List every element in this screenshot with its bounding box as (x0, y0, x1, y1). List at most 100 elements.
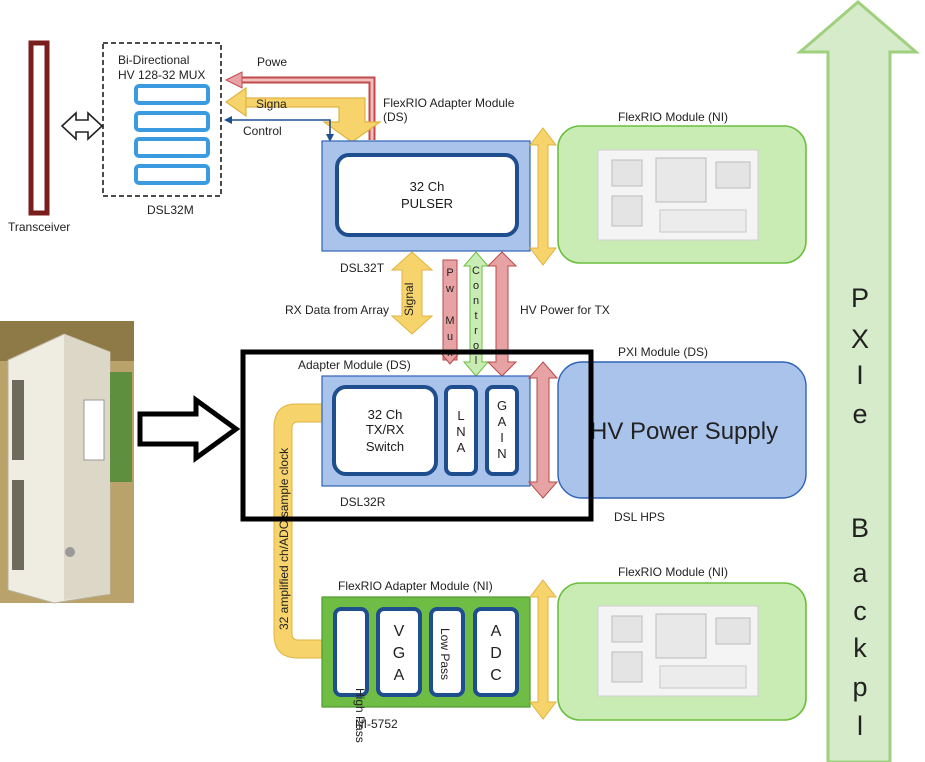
transceiver: Transceiver (8, 40, 70, 234)
mux-channel (134, 164, 210, 185)
vga-block (376, 607, 422, 697)
vga-char: A (394, 667, 405, 684)
receiver-name: DSL32R (340, 495, 386, 509)
receiver-adapter-label: Adapter Module (DS) (298, 358, 411, 372)
pw-mux-char: w (445, 283, 454, 295)
hv-power-label: HV Power for TX (520, 303, 610, 317)
backplane-arrow (795, 0, 921, 762)
control-link: C o n t r o l (462, 251, 490, 377)
backplane-label: P X I e B a c k p l (851, 283, 869, 741)
pulser-name: DSL32T (340, 261, 385, 275)
high-pass-block (333, 607, 369, 697)
receiver-module: Adapter Module (DS) 32 Ch TX/RX Switch L… (298, 358, 531, 509)
pulser-adapter-sub: (DS) (383, 110, 408, 124)
control-char: o (473, 280, 479, 292)
control-char: C (472, 265, 480, 277)
switch-line1: 32 Ch (368, 407, 403, 422)
gain-block (485, 385, 519, 476)
high-pass-label: High Pass (353, 688, 367, 743)
mux-name: DSL32M (147, 203, 194, 217)
transceiver-label: Transceiver (8, 220, 70, 234)
mux-control-arrow: Control (224, 116, 334, 142)
pulser-flexrio-link (528, 127, 558, 266)
gain-char: I (500, 430, 504, 445)
mux-channel (134, 111, 210, 132)
gain-char: N (497, 446, 506, 461)
digitizer-name: NI-5752 (355, 717, 398, 731)
backplane-letter: l (857, 711, 863, 741)
mux-title-line2: HV 128-32 MUX (118, 68, 205, 82)
mux-power-label: Powe (257, 55, 287, 69)
pw-mux-char: u (447, 331, 453, 343)
backplane-letter: a (852, 558, 868, 588)
pulser-module: 32 Ch PULSER DSL32T (321, 140, 531, 275)
adc-char: C (490, 667, 502, 684)
rx-data-label: RX Data from Array (285, 303, 389, 317)
control-char: o (473, 340, 479, 352)
backplane-letter: B (851, 513, 869, 543)
control-char: n (473, 295, 479, 307)
lna-block (444, 385, 478, 476)
pw-mux-char: M (445, 315, 454, 327)
control-char: r (474, 325, 478, 337)
adc-char: A (491, 623, 502, 640)
backplane-letter: I (856, 360, 864, 390)
mux-signal-arrow: Signa (224, 86, 382, 143)
pw-mux-char: P (446, 267, 453, 279)
gain-char: A (498, 414, 507, 429)
hardware-photo (0, 321, 134, 604)
adc-char: D (490, 645, 502, 662)
signal-label: Signal (402, 283, 416, 316)
pw-mux-link: P w M u x (438, 259, 462, 365)
clock-path-label: 32 amplified ch/ADC sample clock (277, 447, 291, 630)
mux-title-line1: Bi-Directional (118, 53, 189, 67)
transceiver-mux-arrow (60, 111, 104, 141)
flexrio-bottom-module: FlexRIO Module (NI) (557, 565, 807, 721)
digitizer-module: FlexRIO Adapter Module (NI) High Pass V … (321, 579, 531, 743)
receiver-power-link (527, 361, 559, 499)
clock-path: 32 amplified ch/ADC sample clock (273, 403, 323, 659)
highlight-arrow (137, 395, 241, 463)
mux-channel (134, 137, 210, 158)
mux-control-label: Control (243, 124, 282, 138)
power-supply-module: PXI Module (DS) HV Power Supply DSL HPS (557, 345, 807, 524)
low-pass-block (429, 607, 465, 697)
lna-char: N (456, 424, 465, 439)
control-char: t (474, 310, 477, 322)
backplane-letter: X (851, 324, 869, 354)
flexrio-top-label: FlexRIO Module (NI) (618, 110, 728, 124)
lna-char: L (457, 408, 464, 423)
switch-line2: TX/RX (366, 422, 405, 437)
mux-module: Bi-Directional HV 128-32 MUX DSL32M (102, 42, 222, 217)
backplane-letter: k (853, 633, 867, 663)
gain-char: G (497, 398, 507, 413)
pulser-adapter-label: FlexRIO Adapter Module (383, 96, 515, 110)
mux-power-arrow: Powe (224, 55, 376, 140)
lna-char: A (457, 440, 466, 455)
mux-channel (134, 84, 210, 105)
highlight-frame (240, 349, 594, 522)
digitizer-flexrio-link (528, 579, 558, 720)
power-supply-title: HV Power Supply (590, 418, 778, 445)
switch-line3: Switch (366, 439, 404, 454)
backplane-letter: P (851, 283, 869, 313)
backplane-letter: p (852, 672, 867, 702)
vga-char: G (393, 645, 405, 662)
signal-link: Signal (390, 251, 434, 335)
pulser-inner-line1: 32 Ch (410, 179, 445, 194)
power-supply-name: DSL HPS (614, 510, 665, 524)
backplane-letter: c (853, 596, 867, 626)
flexrio-top-module: FlexRIO Module (NI) (557, 110, 807, 264)
backplane-letter: e (852, 399, 867, 429)
flexrio-bottom-label: FlexRIO Module (NI) (618, 565, 728, 579)
low-pass-label: Low Pass (438, 628, 452, 680)
mux-signal-label: Signa (256, 97, 287, 111)
adc-block (473, 607, 519, 697)
power-supply-module-label: PXI Module (DS) (618, 345, 708, 359)
pulser-inner-line2: PULSER (401, 196, 453, 211)
control-char: l (475, 355, 477, 367)
hv-power-link (486, 251, 518, 377)
vga-char: V (394, 623, 405, 640)
digitizer-adapter-label: FlexRIO Adapter Module (NI) (338, 579, 493, 593)
